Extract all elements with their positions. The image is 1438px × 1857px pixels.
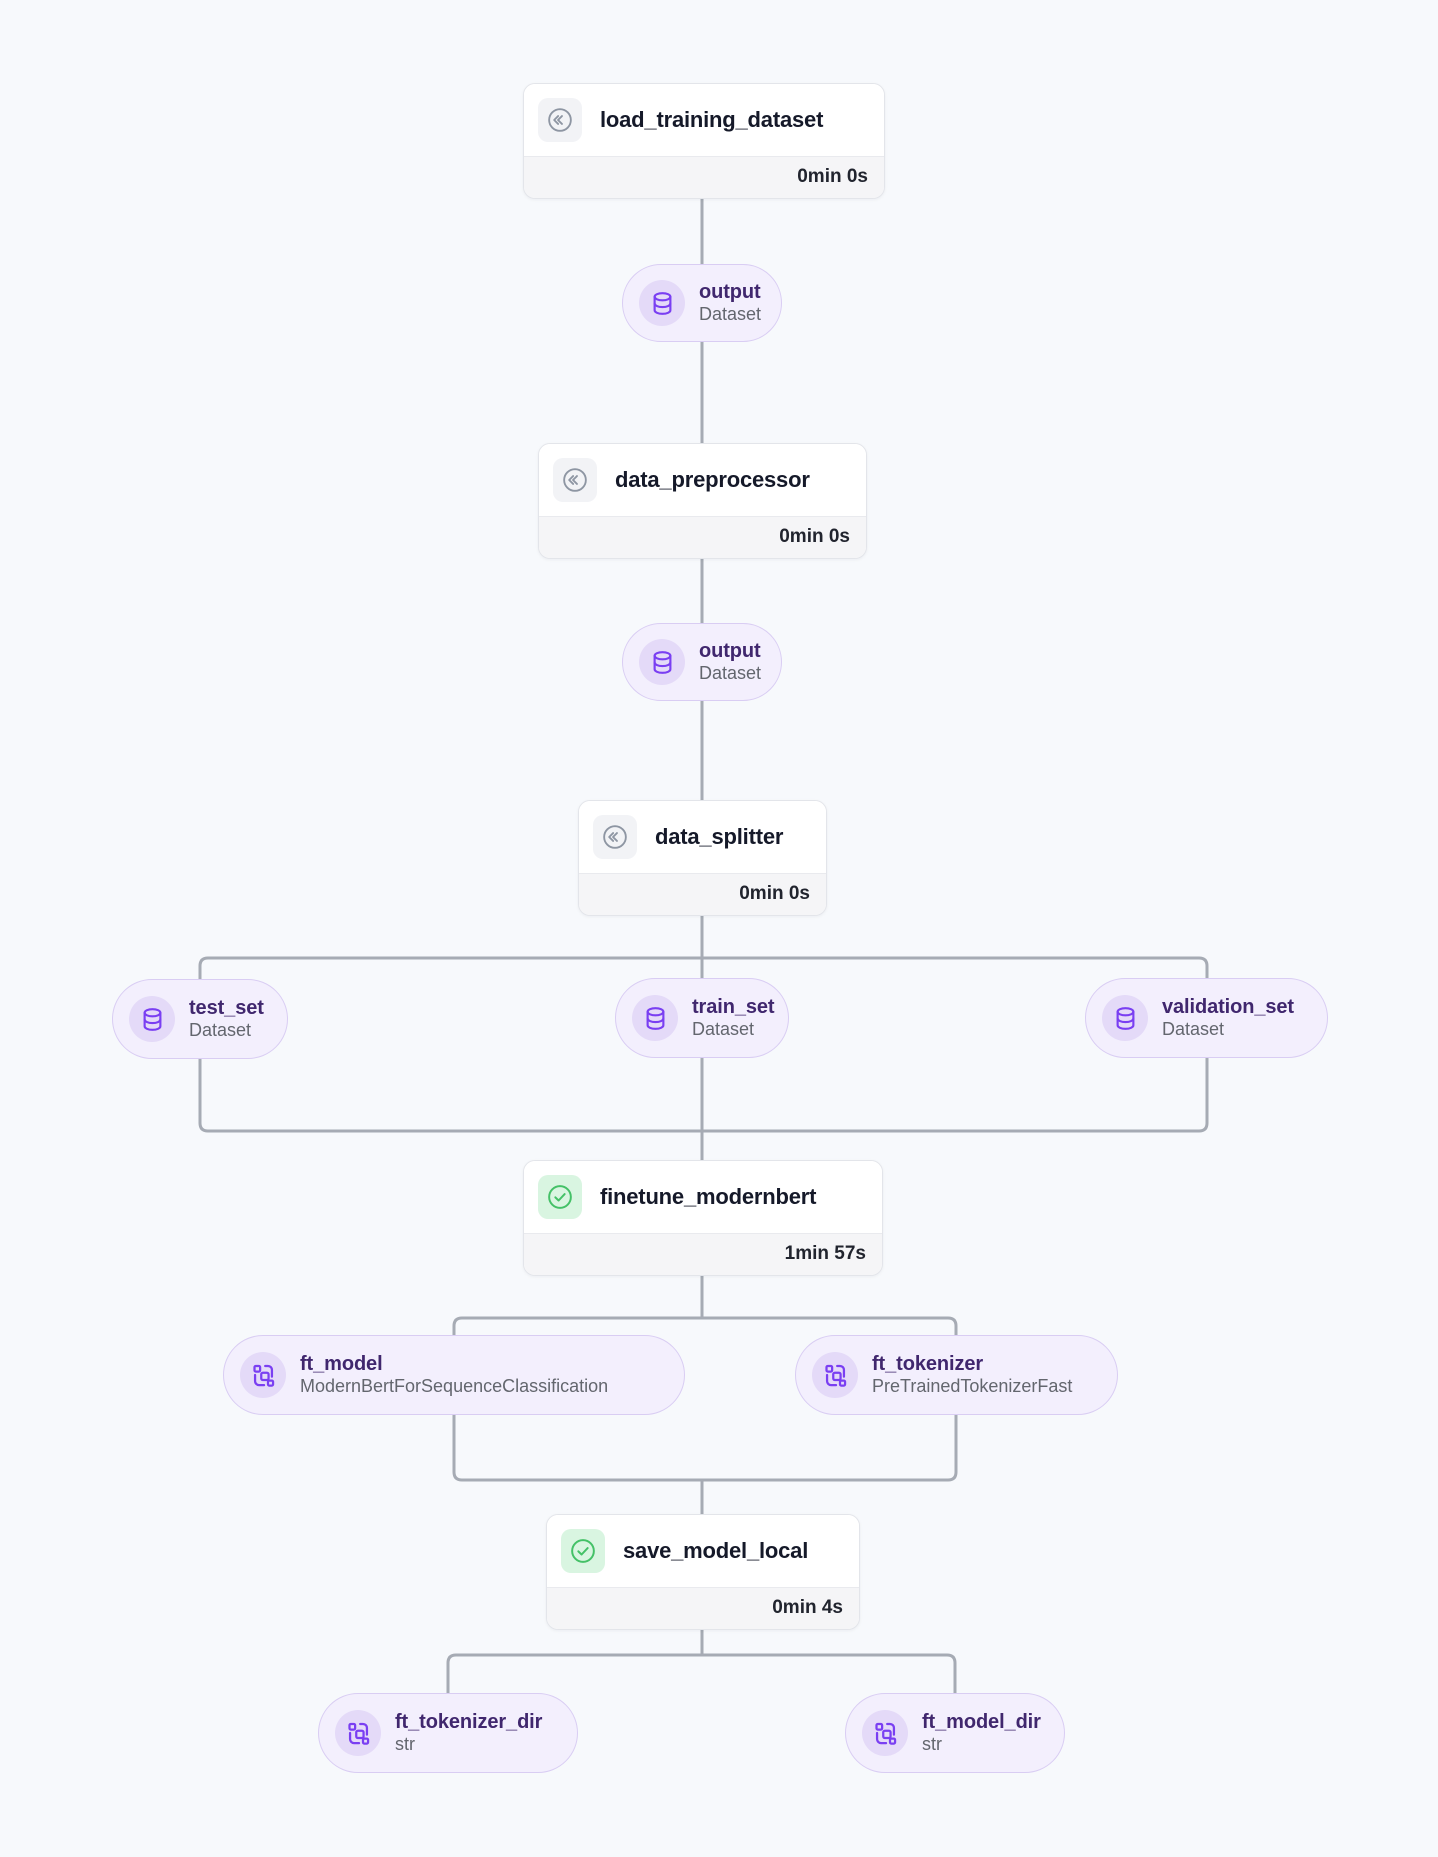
success-icon: [561, 1529, 605, 1573]
artifact-pill-train-set[interactable]: train_set Dataset: [615, 978, 789, 1058]
artifact-name: ft_tokenizer: [872, 1352, 984, 1375]
database-icon: [639, 639, 685, 685]
artifact-pill-ft-model[interactable]: ft_model ModernBertForSequenceClassifica…: [223, 1335, 685, 1415]
model-icon: [240, 1352, 286, 1398]
artifact-name: output: [699, 639, 761, 662]
step-title: finetune_modernbert: [600, 1184, 817, 1209]
artifact-name: validation_set: [1162, 995, 1294, 1018]
artifact-pill-test-set[interactable]: test_set Dataset: [112, 979, 288, 1059]
artifact-type: Dataset: [692, 1019, 755, 1040]
database-icon: [129, 996, 175, 1042]
step-duration: 0min 4s: [547, 1587, 859, 1629]
step-header: data_preprocessor: [539, 444, 866, 516]
artifact-pill-output-2[interactable]: output Dataset: [622, 623, 782, 701]
cached-icon: [538, 98, 582, 142]
artifact-pill-ft-tokenizer-dir[interactable]: ft_tokenizer_dir str: [318, 1693, 578, 1773]
model-icon: [862, 1710, 908, 1756]
step-header: load_training_dataset: [524, 84, 884, 156]
artifact-name: train_set: [692, 995, 775, 1018]
artifact-name: ft_model: [300, 1352, 383, 1375]
artifact-type: Dataset: [189, 1020, 252, 1041]
artifact-name: ft_model_dir: [922, 1710, 1041, 1733]
step-duration: 1min 57s: [524, 1233, 882, 1275]
artifact-type: PreTrainedTokenizerFast: [872, 1376, 1073, 1397]
step-header: data_splitter: [579, 801, 826, 873]
success-icon: [538, 1175, 582, 1219]
artifact-type: str: [922, 1734, 942, 1755]
artifact-name: ft_tokenizer_dir: [395, 1710, 543, 1733]
step-node-save-model-local[interactable]: save_model_local 0min 4s: [546, 1514, 860, 1630]
step-node-load-training-dataset[interactable]: load_training_dataset 0min 0s: [523, 83, 885, 199]
artifact-pill-output-1[interactable]: output Dataset: [622, 264, 782, 342]
database-icon: [632, 995, 678, 1041]
cached-icon: [593, 815, 637, 859]
step-duration: 0min 0s: [579, 873, 826, 915]
step-title: data_preprocessor: [615, 467, 810, 492]
artifact-type: Dataset: [699, 304, 762, 325]
step-node-data-splitter[interactable]: data_splitter 0min 0s: [578, 800, 827, 916]
artifact-type: str: [395, 1734, 415, 1755]
step-duration: 0min 0s: [539, 516, 866, 558]
artifact-name: output: [699, 280, 761, 303]
step-title: data_splitter: [655, 824, 784, 849]
artifact-pill-ft-model-dir[interactable]: ft_model_dir str: [845, 1693, 1065, 1773]
artifact-type: Dataset: [699, 663, 762, 684]
artifact-type: ModernBertForSequenceClassification: [300, 1376, 609, 1397]
database-icon: [1102, 995, 1148, 1041]
artifact-pill-ft-tokenizer[interactable]: ft_tokenizer PreTrainedTokenizerFast: [795, 1335, 1118, 1415]
model-icon: [812, 1352, 858, 1398]
step-node-data-preprocessor[interactable]: data_preprocessor 0min 0s: [538, 443, 867, 559]
step-node-finetune-modernbert[interactable]: finetune_modernbert 1min 57s: [523, 1160, 883, 1276]
step-title: save_model_local: [623, 1538, 809, 1563]
step-duration: 0min 0s: [524, 156, 884, 198]
step-title: load_training_dataset: [600, 107, 824, 132]
artifact-name: test_set: [189, 996, 264, 1019]
step-header: save_model_local: [547, 1515, 859, 1587]
cached-icon: [553, 458, 597, 502]
step-header: finetune_modernbert: [524, 1161, 882, 1233]
artifact-pill-validation-set[interactable]: validation_set Dataset: [1085, 978, 1328, 1058]
model-icon: [335, 1710, 381, 1756]
artifact-type: Dataset: [1162, 1019, 1225, 1040]
database-icon: [639, 280, 685, 326]
